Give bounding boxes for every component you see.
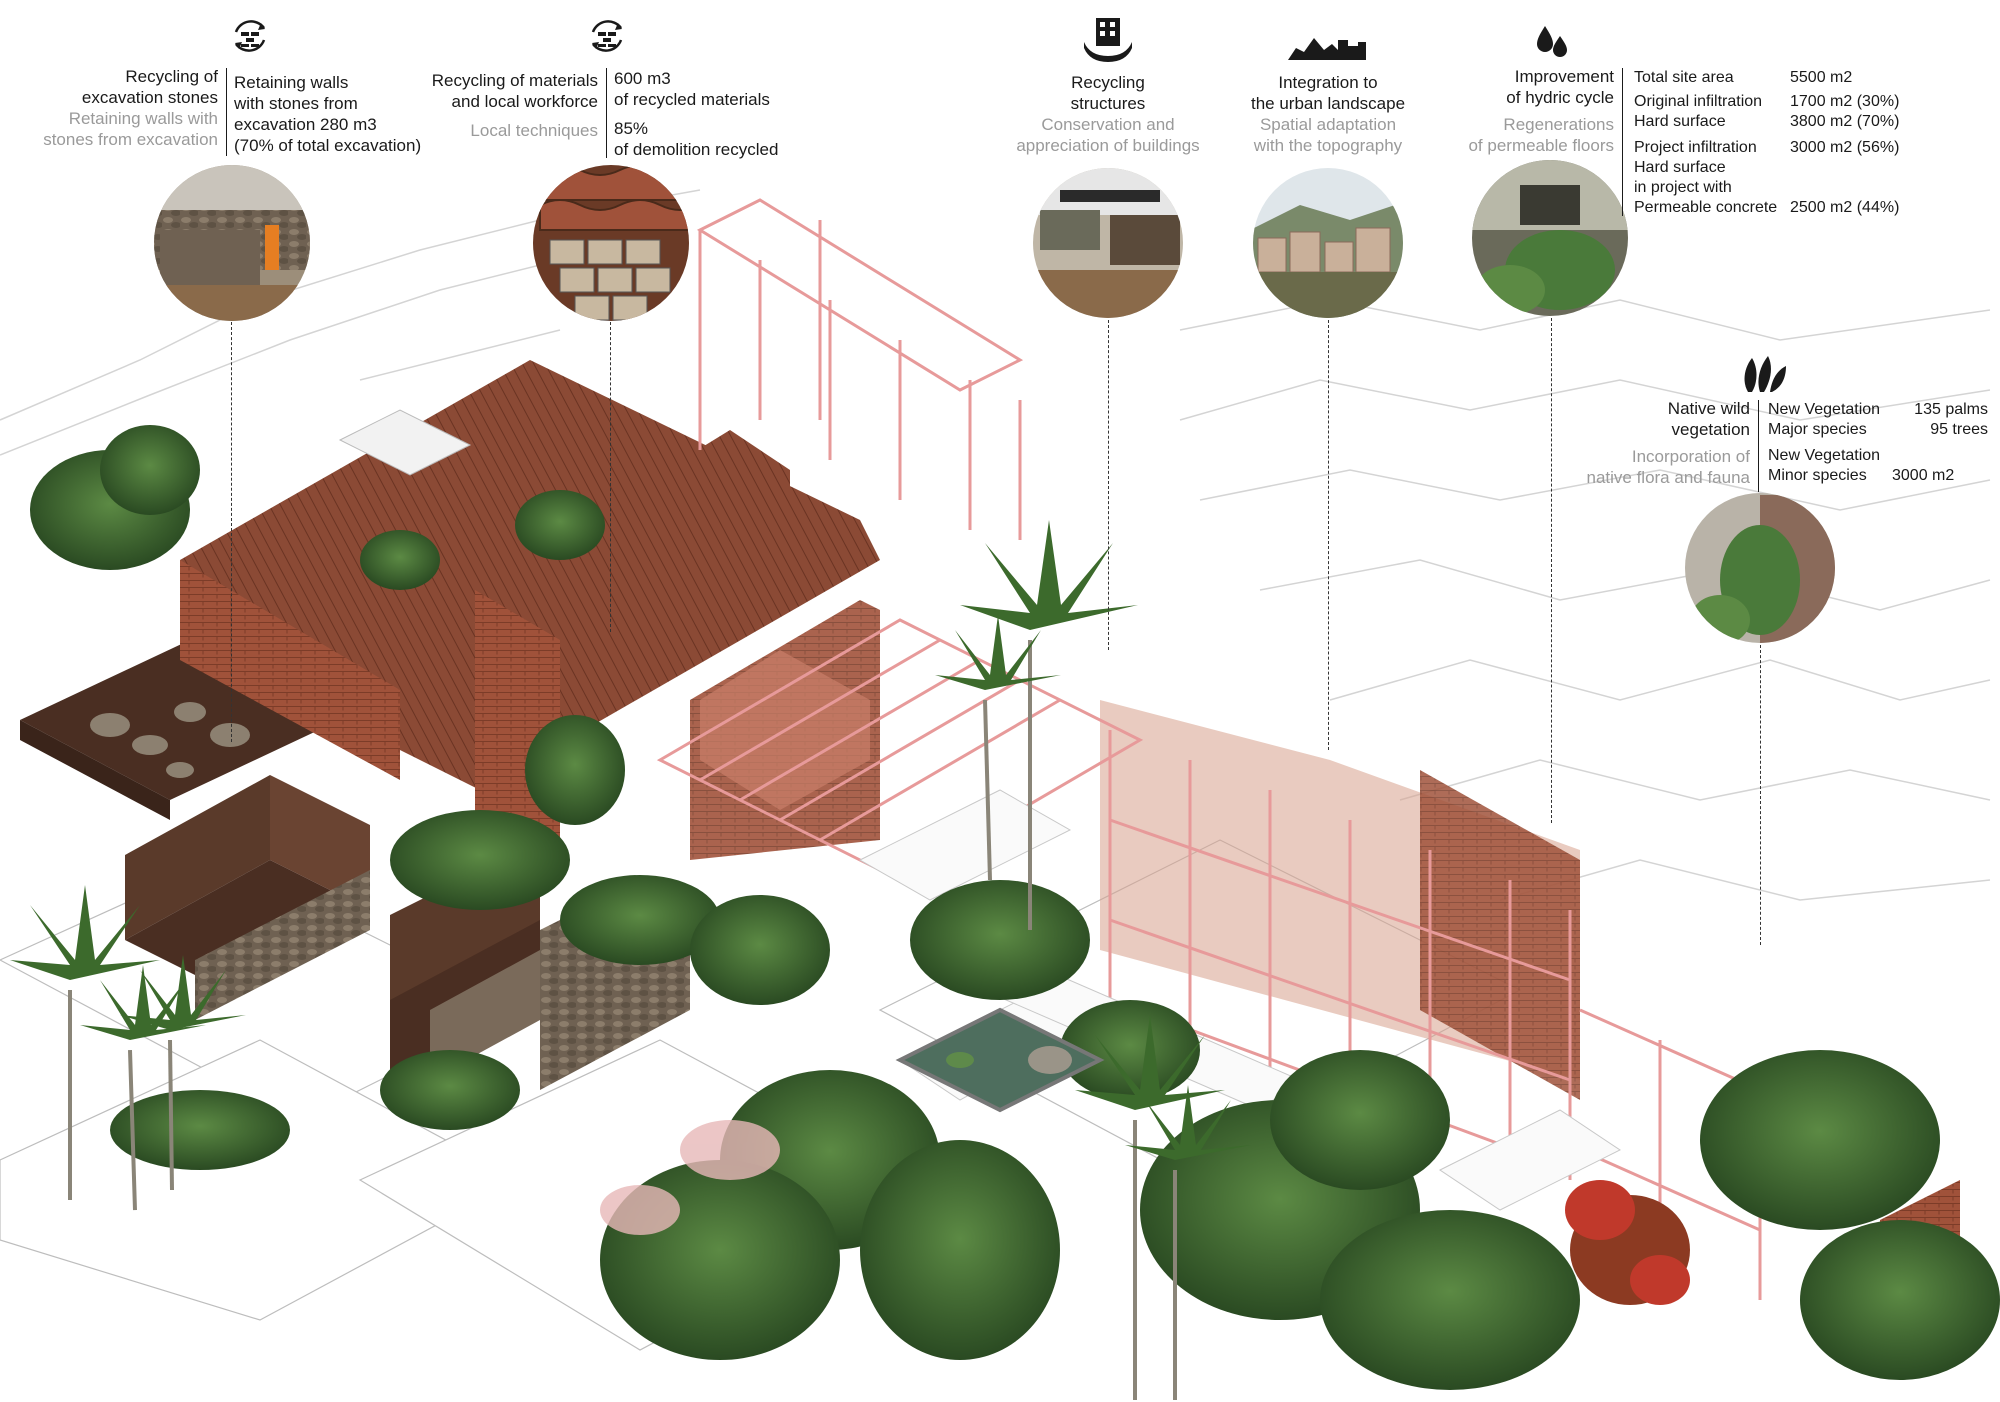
materials-subtitle-1: Local techniques bbox=[470, 121, 598, 140]
vegetation-row: New Vegetation bbox=[1768, 447, 1881, 464]
structures-title-1: Recycling bbox=[1071, 73, 1145, 92]
excavation-detail-1: Retaining walls bbox=[234, 73, 349, 92]
annotation-urban: Integration to the urban landscape Spati… bbox=[1228, 72, 1428, 156]
excavation-detail-2: with stones from bbox=[234, 94, 358, 113]
urban-title-2: the urban landscape bbox=[1250, 94, 1406, 113]
structures-title-2: structures bbox=[1070, 94, 1146, 113]
materials-title-1: Recycling of materials bbox=[431, 71, 598, 90]
excavation-detail-4: (70% of total excavation) bbox=[234, 136, 422, 155]
leader-structures bbox=[1108, 320, 1109, 650]
vegetation-subtitle-1: Incorporation of bbox=[1631, 447, 1750, 466]
hydric-subtitle-1: Regenerations bbox=[1503, 115, 1614, 134]
structures-subtitle-2: appreciation of buildings bbox=[1016, 136, 1200, 155]
leader-excavation bbox=[231, 322, 232, 742]
hydric-title-1: Improvement bbox=[1514, 67, 1614, 86]
hydric-subtitle-2: of permeable floors bbox=[1468, 136, 1614, 155]
annotation-structures: Recycling structures Conservation and ap… bbox=[1008, 72, 1208, 156]
brick-recycle-icon bbox=[591, 20, 623, 52]
photo-materials bbox=[533, 165, 689, 321]
leader-vegetation bbox=[1760, 645, 1761, 945]
urban-subtitle-1: Spatial adaptation bbox=[1259, 115, 1397, 134]
photo-structures bbox=[1033, 168, 1183, 318]
excavation-subtitle-2: stones from excavation bbox=[43, 130, 218, 149]
vegetation-title-1: Native wild bbox=[1667, 399, 1750, 418]
building-hand-icon bbox=[1084, 18, 1132, 62]
photo-vegetation bbox=[1685, 493, 1835, 643]
pond bbox=[895, 1007, 1105, 1113]
leaves-icon bbox=[1744, 356, 1786, 392]
brick-recycle-icon bbox=[234, 20, 266, 52]
urban-subtitle-2: with the topography bbox=[1253, 136, 1403, 155]
excavation-subtitle-1: Retaining walls with bbox=[68, 109, 218, 128]
photo-urban bbox=[1253, 168, 1403, 318]
excavation-detail-3: excavation 280 m3 bbox=[234, 115, 377, 134]
hydric-row: in project with bbox=[1634, 179, 1732, 196]
hydric-row: Hard surface bbox=[1634, 159, 1726, 176]
materials-detail-4: of demolition recycled bbox=[614, 140, 779, 159]
vegetation bbox=[10, 425, 2000, 1400]
vegetation-subtitle-2: native flora and fauna bbox=[1586, 468, 1750, 487]
frame-structure bbox=[656, 198, 1960, 1330]
materials-detail-3: 85% bbox=[614, 119, 649, 138]
materials-detail-1: 600 m3 bbox=[614, 69, 671, 88]
materials-title-2: and local workforce bbox=[451, 92, 598, 111]
brick-building bbox=[180, 360, 880, 880]
hydric-title-2: of hydric cycle bbox=[1506, 88, 1614, 107]
leader-urban bbox=[1328, 320, 1329, 750]
materials-detail-2: of recycled materials bbox=[614, 90, 770, 109]
urban-title-1: Integration to bbox=[1278, 73, 1378, 92]
skyline-icon bbox=[1288, 38, 1366, 60]
vegetation-title-2: vegetation bbox=[1671, 420, 1750, 439]
leader-materials bbox=[610, 322, 611, 632]
excavation-title-2: excavation stones bbox=[81, 88, 218, 107]
excavation-title-1: Recycling of bbox=[125, 67, 218, 86]
structures-subtitle-1: Conservation and bbox=[1041, 115, 1175, 134]
leader-hydric bbox=[1551, 318, 1552, 823]
photo-hydric bbox=[1472, 160, 1628, 316]
photo-excavation bbox=[154, 165, 310, 321]
water-drops-icon bbox=[1537, 26, 1567, 57]
